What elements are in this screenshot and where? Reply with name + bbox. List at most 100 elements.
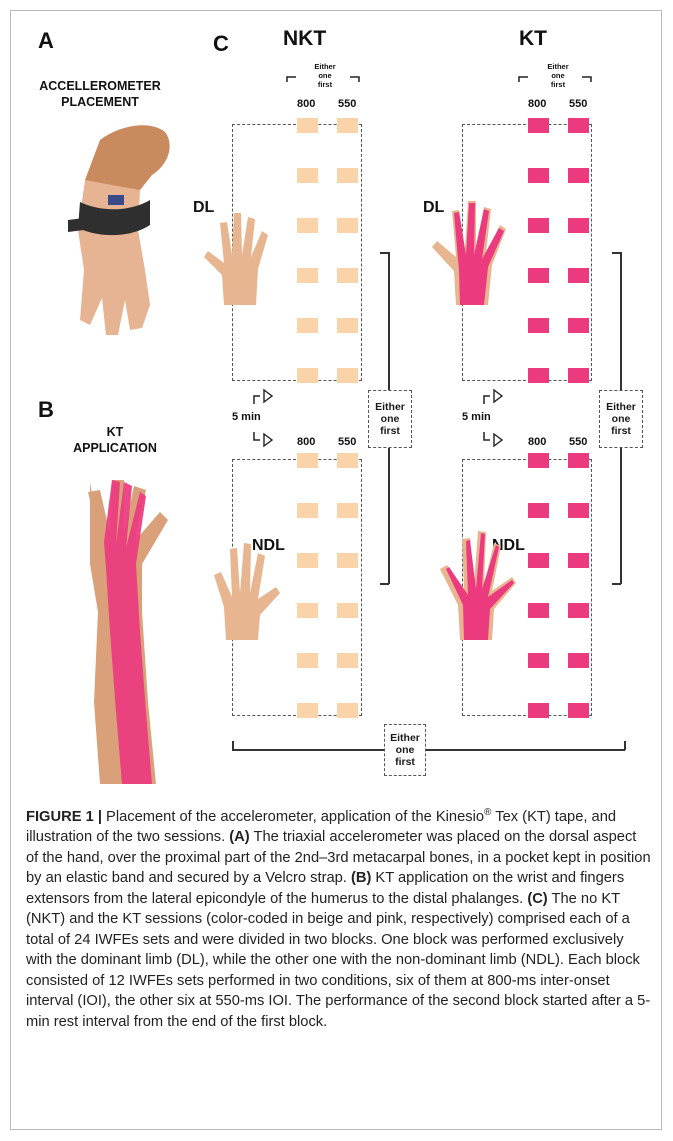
nkt-ndl-550-set-marker-6: [337, 703, 358, 718]
nkt-ndl-800-set-marker-5: [297, 653, 318, 668]
nkt-dl-800-set-marker-1: [297, 118, 318, 133]
nkt-either-line1: Either: [369, 401, 411, 413]
figure-label: FIGURE 1 |: [26, 809, 102, 825]
session-order-bracket-line: [232, 749, 625, 751]
kt-top-800-label: 800: [528, 98, 546, 110]
kt-dl-550-set-marker-1: [568, 118, 589, 133]
nkt-ndl-550-set-marker-1: [337, 453, 358, 468]
caption-a-label: (A): [229, 829, 249, 845]
panel-a-title-line2: PLACEMENT: [20, 94, 180, 110]
panel-b-letter: B: [38, 397, 54, 423]
top-brackets: [280, 60, 580, 90]
nkt-ndl-800-set-marker-3: [297, 553, 318, 568]
kt-dl-800-set-marker-1: [528, 118, 549, 133]
nkt-dl-hand-image: [196, 205, 286, 310]
kt-bottom-550-label: 550: [569, 436, 587, 448]
kt-ndl-800-set-marker-5: [528, 653, 549, 668]
session-either-line2: one: [385, 744, 425, 756]
kt-dl-800-set-marker-4: [528, 268, 549, 283]
kt-ndl-800-set-marker-2: [528, 503, 549, 518]
nkt-either-line2: one: [369, 413, 411, 425]
caption-c-label: (C): [527, 891, 547, 907]
kt-block-order-bracket-top: [612, 252, 621, 254]
kt-ndl-550-set-marker-2: [568, 503, 589, 518]
kt-dl-550-set-marker-3: [568, 218, 589, 233]
kt-title: KT: [519, 27, 547, 51]
caption-c-text: The no KT (NKT) and the KT sessions (col…: [26, 891, 650, 1030]
session-either-line3: first: [385, 756, 425, 768]
kt-arm-image: [60, 472, 190, 784]
nkt-block-order-either-box: Either one first: [368, 390, 412, 448]
kt-dl-hand-image: [426, 195, 521, 310]
nkt-dl-550-set-marker-6: [337, 368, 358, 383]
nkt-ndl-800-set-marker-4: [297, 603, 318, 618]
caption-intro: Placement of the accelerometer, applicat…: [102, 809, 484, 825]
nkt-bottom-800-label: 800: [297, 436, 315, 448]
nkt-ndl-550-set-marker-5: [337, 653, 358, 668]
panel-a-title: ACCELLEROMETER PLACEMENT: [20, 78, 180, 110]
kt-ndl-550-set-marker-1: [568, 453, 589, 468]
session-order-either-box: Either one first: [384, 724, 426, 776]
accelerometer-device: [108, 195, 124, 205]
nkt-dl-550-set-marker-2: [337, 168, 358, 183]
kt-ndl-800-set-marker-4: [528, 603, 549, 618]
kt-dl-800-set-marker-6: [528, 368, 549, 383]
nkt-ndl-800-set-marker-1: [297, 453, 318, 468]
nkt-dl-800-set-marker-2: [297, 168, 318, 183]
nkt-dl-800-set-marker-5: [297, 318, 318, 333]
nkt-top-800-label: 800: [297, 98, 315, 110]
kt-dl-800-set-marker-3: [528, 218, 549, 233]
panel-b-title: KT APPLICATION: [50, 424, 180, 456]
kt-top-550-label: 550: [569, 98, 587, 110]
session-either-line1: Either: [385, 732, 425, 744]
panel-b-title-line2: APPLICATION: [50, 440, 180, 456]
kt-dl-550-set-marker-2: [568, 168, 589, 183]
nkt-dl-550-set-marker-4: [337, 268, 358, 283]
kt-ndl-800-set-marker-6: [528, 703, 549, 718]
nkt-dl-800-set-marker-6: [297, 368, 318, 383]
nkt-dl-550-set-marker-1: [337, 118, 358, 133]
kt-ndl-550-set-marker-4: [568, 603, 589, 618]
nkt-dl-550-set-marker-5: [337, 318, 358, 333]
nkt-ndl-800-set-marker-6: [297, 703, 318, 718]
kt-dl-550-set-marker-6: [568, 368, 589, 383]
kt-ndl-550-set-marker-3: [568, 553, 589, 568]
nkt-ndl-550-set-marker-3: [337, 553, 358, 568]
kt-either-line1: Either: [600, 401, 642, 413]
accelerometer-arm-image: [40, 120, 180, 350]
kt-rest-label: 5 min: [462, 411, 491, 423]
nkt-block-order-bracket-top: [380, 252, 389, 254]
panel-a-letter: A: [38, 28, 54, 54]
nkt-either-line3: first: [369, 425, 411, 437]
panel-b-title-line1: KT: [50, 424, 180, 440]
kt-block-order-either-box: Either one first: [599, 390, 643, 448]
kt-ndl-550-set-marker-5: [568, 653, 589, 668]
nkt-bottom-550-label: 550: [338, 436, 356, 448]
nkt-ndl-hand-image: [196, 535, 286, 645]
kt-dl-550-set-marker-4: [568, 268, 589, 283]
nkt-dl-550-set-marker-3: [337, 218, 358, 233]
kt-block-order-bracket-bottom: [612, 583, 621, 585]
kt-ndl-hand-image: [426, 525, 526, 645]
caption-b-label: (B): [351, 870, 371, 886]
nkt-ndl-550-set-marker-4: [337, 603, 358, 618]
nkt-block-order-bracket-bottom: [380, 583, 389, 585]
kt-dl-800-set-marker-5: [528, 318, 549, 333]
nkt-ndl-550-set-marker-2: [337, 503, 358, 518]
session-order-bracket-left: [232, 741, 234, 750]
session-order-bracket-right: [624, 741, 626, 750]
kt-ndl-800-set-marker-3: [528, 553, 549, 568]
kt-dl-800-set-marker-2: [528, 168, 549, 183]
nkt-ndl-800-set-marker-2: [297, 503, 318, 518]
nkt-title: NKT: [283, 27, 326, 51]
nkt-dl-800-set-marker-3: [297, 218, 318, 233]
panel-c-letter: C: [213, 31, 229, 57]
nkt-dl-800-set-marker-4: [297, 268, 318, 283]
kt-bottom-800-label: 800: [528, 436, 546, 448]
panel-a-title-line1: ACCELLEROMETER: [20, 78, 180, 94]
kt-dl-550-set-marker-5: [568, 318, 589, 333]
figure-caption: FIGURE 1 | Placement of the acceleromete…: [26, 803, 651, 1032]
nkt-top-550-label: 550: [338, 98, 356, 110]
nkt-rest-label: 5 min: [232, 411, 261, 423]
kt-either-line2: one: [600, 413, 642, 425]
